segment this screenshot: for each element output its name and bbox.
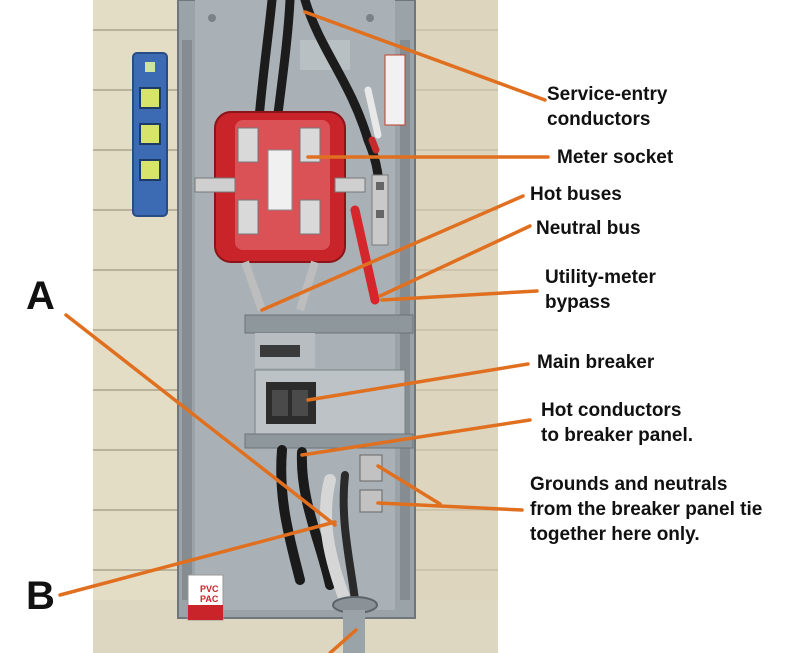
neutral-bus-bar bbox=[371, 174, 389, 246]
label-grounds-and-neutrals: Grounds and neutrals from the breaker pa… bbox=[530, 472, 762, 547]
label-hot-conductors-line1: Hot conductors bbox=[541, 400, 682, 421]
label-utility-meter-bypass: Utility-meter bypass bbox=[545, 265, 656, 315]
label-grounds-line2: from the breaker panel tie bbox=[530, 499, 763, 520]
label-hot-conductors-line2: to breaker panel. bbox=[541, 425, 694, 446]
label-service-entry-line1: Service-entry bbox=[547, 84, 668, 105]
pvc-label-line2: PAC bbox=[200, 594, 219, 604]
label-grounds-line3: together here only. bbox=[530, 524, 700, 545]
label-neutral-bus: Neutral bus bbox=[536, 218, 641, 239]
label-service-entry-line2: conductors bbox=[547, 109, 651, 130]
label-meter-socket: Meter socket bbox=[557, 147, 674, 168]
marker-a: A bbox=[26, 274, 55, 318]
meter-socket-block bbox=[194, 111, 366, 263]
label-service-entry-conductors: Service-entry conductors bbox=[547, 82, 667, 132]
level-tool bbox=[132, 52, 168, 217]
label-utility-meter-line2: bypass bbox=[545, 292, 611, 313]
pvc-can: PVC PAC bbox=[187, 574, 224, 621]
marker-b: B bbox=[26, 574, 55, 618]
label-hot-conductors: Hot conductors to breaker panel. bbox=[541, 398, 693, 448]
meter-enclosure bbox=[177, 0, 416, 619]
label-hot-buses: Hot buses bbox=[530, 184, 622, 205]
label-utility-meter-line1: Utility-meter bbox=[545, 267, 656, 288]
label-grounds-line1: Grounds and neutrals bbox=[530, 474, 728, 495]
label-main-breaker: Main breaker bbox=[537, 352, 655, 373]
pvc-label-line1: PVC bbox=[200, 584, 219, 594]
